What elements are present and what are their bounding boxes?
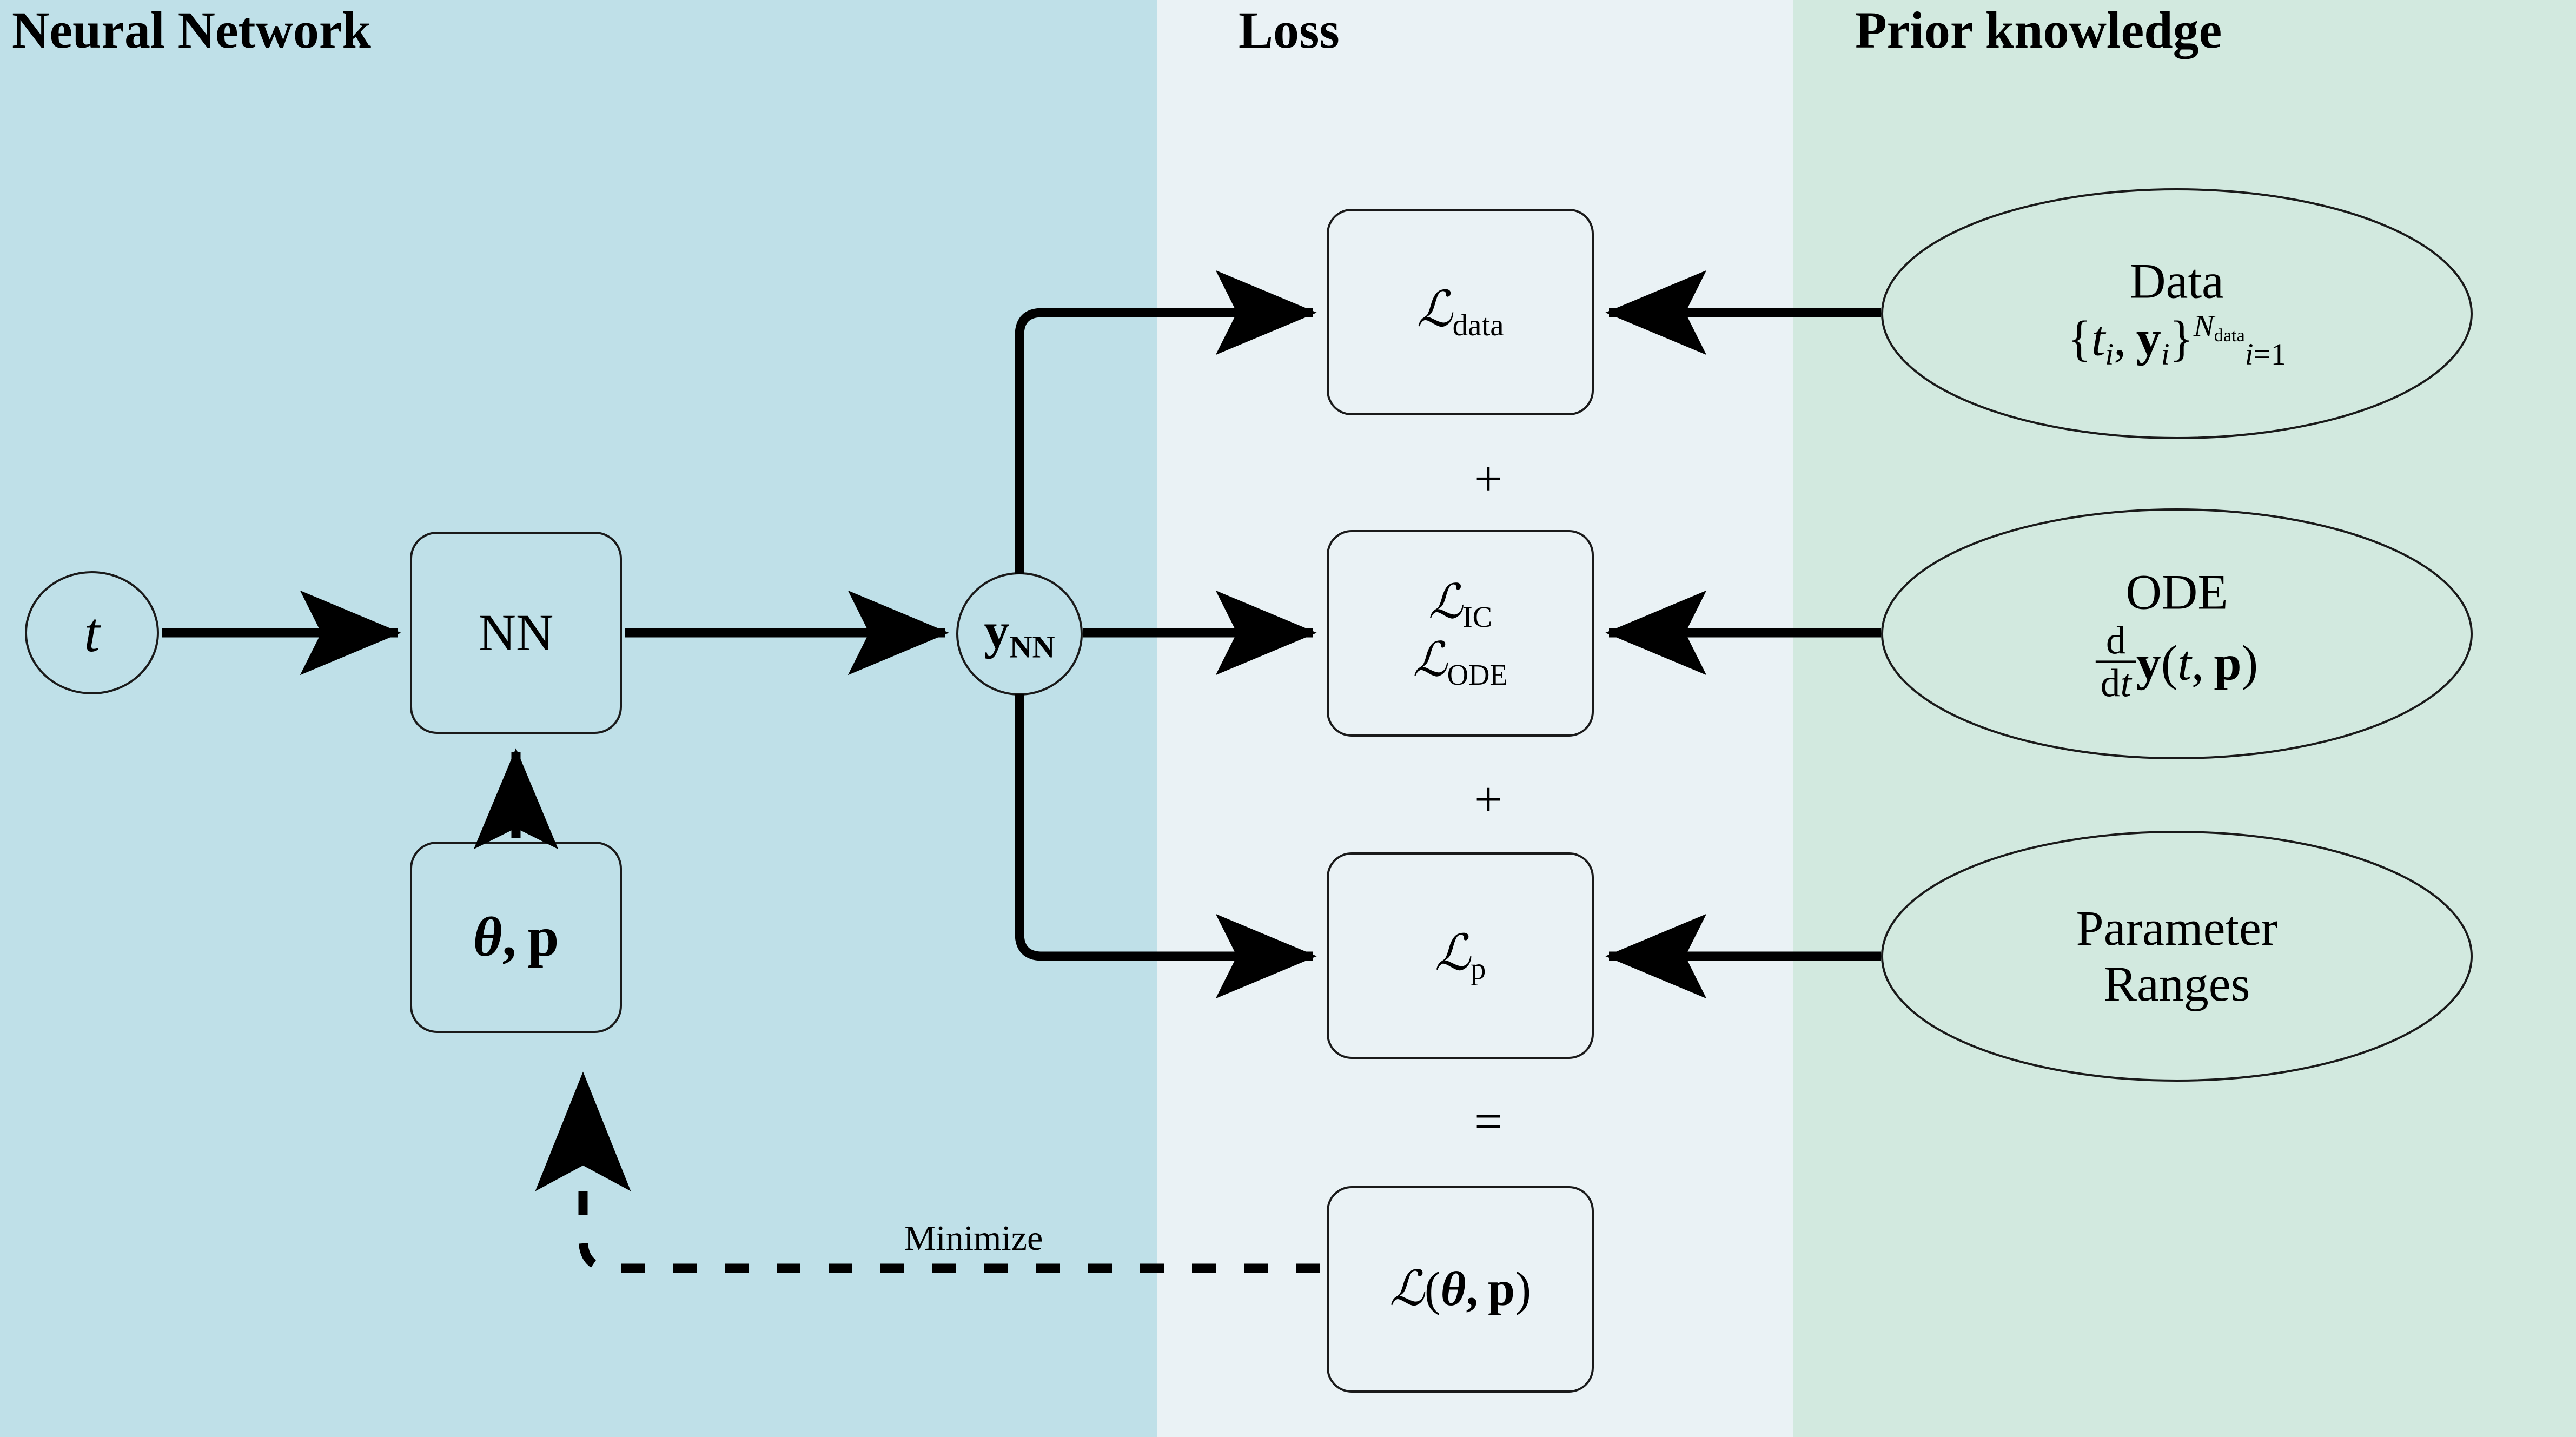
node-nn-box	[410, 532, 622, 734]
column-header-prior-knowledge: Prior knowledge	[1855, 1, 2222, 59]
edge-label-minimize: Minimize	[904, 1219, 1043, 1258]
operator-plus-1: +	[1474, 451, 1502, 506]
node-prior-ode	[1881, 508, 2473, 759]
operator-equals: =	[1474, 1094, 1502, 1149]
edge-ynn-to-loss-p	[1015, 694, 1317, 999]
node-loss-total	[1327, 1186, 1594, 1393]
node-loss-ic-ode	[1327, 530, 1594, 737]
column-header-neural-network: Neural Network	[12, 1, 371, 59]
edge-loss-total-minimize	[535, 1071, 1320, 1273]
band-loss	[1157, 0, 1793, 1437]
node-prior-data	[1881, 188, 2473, 439]
column-header-loss: Loss	[1239, 1, 1340, 59]
node-input-t	[25, 571, 159, 694]
node-loss-p	[1327, 852, 1594, 1059]
band-prior	[1793, 0, 2576, 1437]
node-prior-ranges	[1881, 831, 2473, 1082]
operator-plus-2: +	[1474, 772, 1502, 827]
edge-ynn-to-loss-data	[1015, 270, 1317, 574]
node-loss-data	[1327, 209, 1594, 415]
